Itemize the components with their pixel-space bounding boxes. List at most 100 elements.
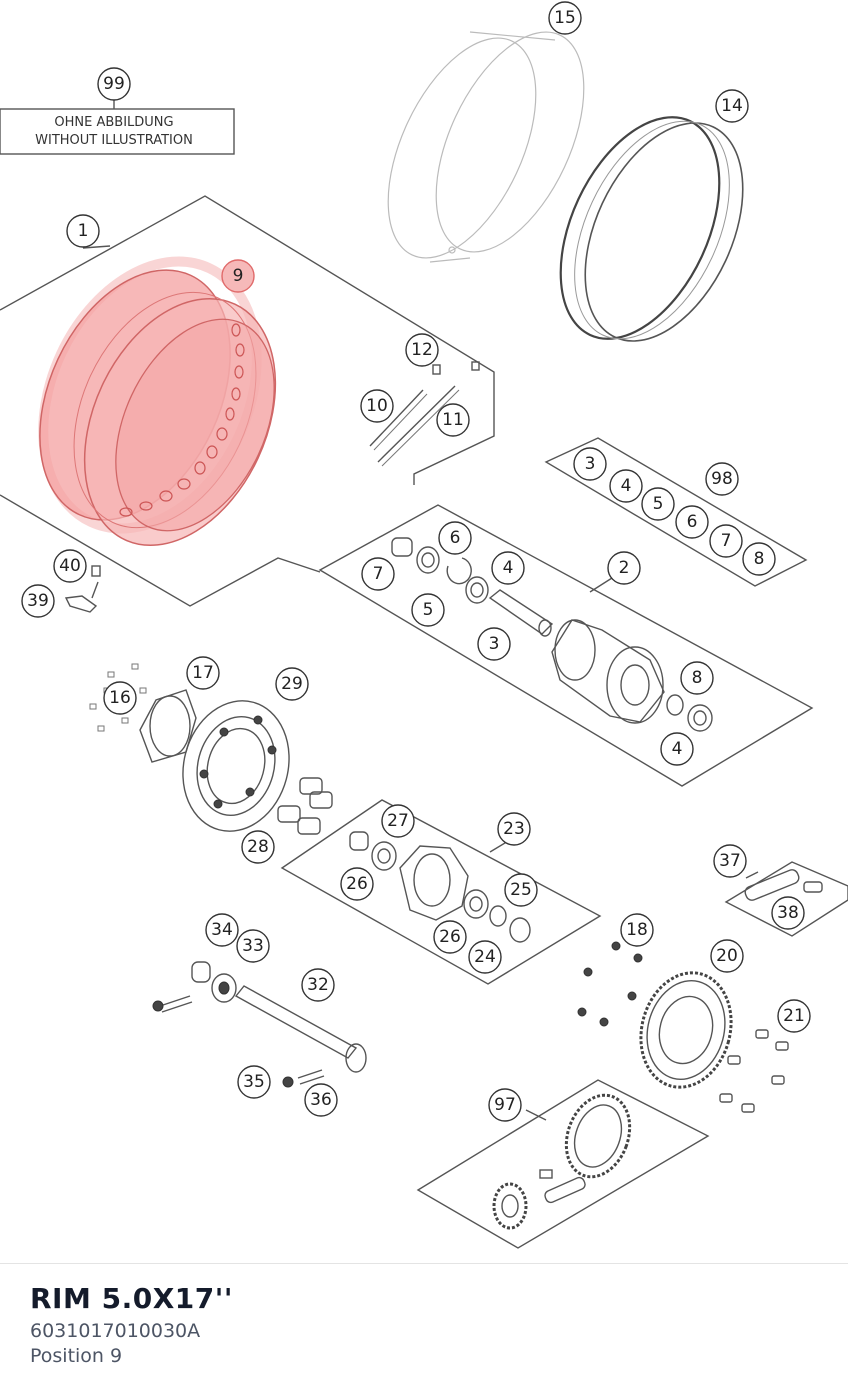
- callout-99[interactable]: 99: [97, 67, 131, 101]
- rim-drawing-highlighted[interactable]: [2, 227, 313, 576]
- svg-text:37: 37: [719, 851, 741, 871]
- svg-text:4: 4: [672, 739, 683, 759]
- svg-text:25: 25: [510, 880, 532, 900]
- carrier-group-box: [280, 799, 602, 985]
- callout-12[interactable]: 12: [405, 333, 439, 367]
- svg-text:40: 40: [59, 556, 81, 576]
- callout-7-small[interactable]: 7: [709, 524, 743, 558]
- callout-32[interactable]: 32: [301, 968, 335, 1002]
- callout-97[interactable]: 97: [488, 1088, 522, 1122]
- callout-33[interactable]: 33: [236, 929, 270, 963]
- callout-26-lower[interactable]: 26: [433, 920, 467, 954]
- callout-35[interactable]: 35: [237, 1065, 271, 1099]
- svg-text:38: 38: [777, 903, 799, 923]
- note-line-2: WITHOUT ILLUSTRATION: [35, 133, 193, 148]
- svg-text:3: 3: [585, 454, 596, 474]
- svg-text:16: 16: [109, 688, 131, 708]
- callout-21[interactable]: 21: [777, 999, 811, 1033]
- svg-text:7: 7: [373, 564, 384, 584]
- callout-6[interactable]: 6: [438, 521, 472, 555]
- note-line-1: OHNE ABBILDUNG: [54, 115, 173, 130]
- svg-text:4: 4: [621, 476, 632, 496]
- callout-14[interactable]: 14: [715, 89, 749, 123]
- svg-text:7: 7: [721, 531, 732, 551]
- part-number: 6031017010030A: [30, 1320, 201, 1342]
- svg-text:35: 35: [243, 1072, 265, 1092]
- callout-8[interactable]: 8: [680, 661, 714, 695]
- chain-link-box: [724, 861, 848, 937]
- callout-34[interactable]: 34: [205, 913, 239, 947]
- svg-text:11: 11: [442, 410, 464, 430]
- svg-text:39: 39: [27, 591, 49, 611]
- callout-7[interactable]: 7: [361, 557, 395, 591]
- svg-text:36: 36: [310, 1090, 332, 1110]
- callout-26[interactable]: 26: [340, 867, 374, 901]
- callout-38[interactable]: 38: [771, 896, 805, 930]
- callout-5-small[interactable]: 5: [641, 487, 675, 521]
- callout-9-selected[interactable]: 9: [221, 259, 255, 293]
- axle-drawing: [152, 961, 367, 1088]
- svg-text:5: 5: [423, 600, 434, 620]
- rim-band-drawing: [559, 116, 744, 342]
- callouts: 99 15 14 1 9 12 10 11 3 4 98 5 6 7 8 6 7…: [21, 1, 811, 1122]
- spokes-drawing: [369, 361, 480, 467]
- callout-29[interactable]: 29: [275, 667, 309, 701]
- callout-15[interactable]: 15: [548, 1, 582, 35]
- callout-6-small[interactable]: 6: [675, 505, 709, 539]
- callout-40[interactable]: 40: [53, 549, 87, 583]
- svg-text:26: 26: [346, 874, 368, 894]
- callout-1[interactable]: 1: [66, 214, 100, 248]
- small-parts-box: [544, 437, 808, 587]
- callout-4[interactable]: 4: [491, 551, 525, 585]
- callout-23[interactable]: 23: [497, 812, 531, 846]
- callout-4-lower[interactable]: 4: [660, 732, 694, 766]
- svg-text:28: 28: [247, 837, 269, 857]
- callout-20[interactable]: 20: [710, 939, 744, 973]
- callout-25[interactable]: 25: [504, 873, 538, 907]
- wheel-group-box: [0, 195, 495, 607]
- svg-text:10: 10: [366, 396, 388, 416]
- callout-98[interactable]: 98: [705, 462, 739, 496]
- svg-text:97: 97: [494, 1095, 516, 1115]
- tyre-drawing: [387, 31, 585, 263]
- svg-text:98: 98: [711, 469, 733, 489]
- svg-text:6: 6: [687, 512, 698, 532]
- part-position: Position 9: [30, 1345, 123, 1367]
- callout-16[interactable]: 16: [103, 681, 137, 715]
- callout-37[interactable]: 37: [713, 844, 747, 878]
- svg-text:6: 6: [450, 528, 461, 548]
- svg-text:26: 26: [439, 927, 461, 947]
- callout-2[interactable]: 2: [607, 551, 641, 585]
- svg-text:27: 27: [387, 811, 409, 831]
- part-title: RIM 5.0X17'': [30, 1282, 233, 1315]
- callout-24[interactable]: 24: [468, 940, 502, 974]
- callout-5[interactable]: 5: [411, 593, 445, 627]
- callout-3[interactable]: 3: [477, 627, 511, 661]
- part-info-panel: RIM 5.0X17'' 6031017010030A Position 9: [0, 1263, 848, 1390]
- chain-kit-box: [416, 1079, 710, 1249]
- callout-36[interactable]: 36: [304, 1083, 338, 1117]
- callout-4-small[interactable]: 4: [609, 469, 643, 503]
- svg-text:1: 1: [78, 221, 89, 241]
- svg-text:2: 2: [619, 558, 630, 578]
- svg-text:9: 9: [233, 266, 244, 286]
- svg-text:5: 5: [653, 494, 664, 514]
- svg-text:18: 18: [626, 920, 648, 940]
- svg-text:34: 34: [211, 920, 233, 940]
- callout-27[interactable]: 27: [381, 804, 415, 838]
- callout-10[interactable]: 10: [360, 389, 394, 423]
- callout-17[interactable]: 17: [186, 656, 220, 690]
- brake-disc-drawing: [89, 663, 333, 835]
- exploded-parts-diagram: OHNE ABBILDUNG WITHOUT ILLUSTRATION: [0, 1, 848, 1249]
- carrier-drawing: [349, 831, 531, 943]
- callout-18[interactable]: 18: [620, 913, 654, 947]
- svg-text:17: 17: [192, 663, 214, 683]
- svg-text:4: 4: [503, 558, 514, 578]
- callout-11[interactable]: 11: [436, 403, 470, 437]
- svg-text:32: 32: [307, 975, 329, 995]
- callout-3-small[interactable]: 3: [573, 447, 607, 481]
- callout-8-small[interactable]: 8: [742, 542, 776, 576]
- callout-28[interactable]: 28: [241, 830, 275, 864]
- callout-39[interactable]: 39: [21, 584, 55, 618]
- svg-text:24: 24: [474, 947, 496, 967]
